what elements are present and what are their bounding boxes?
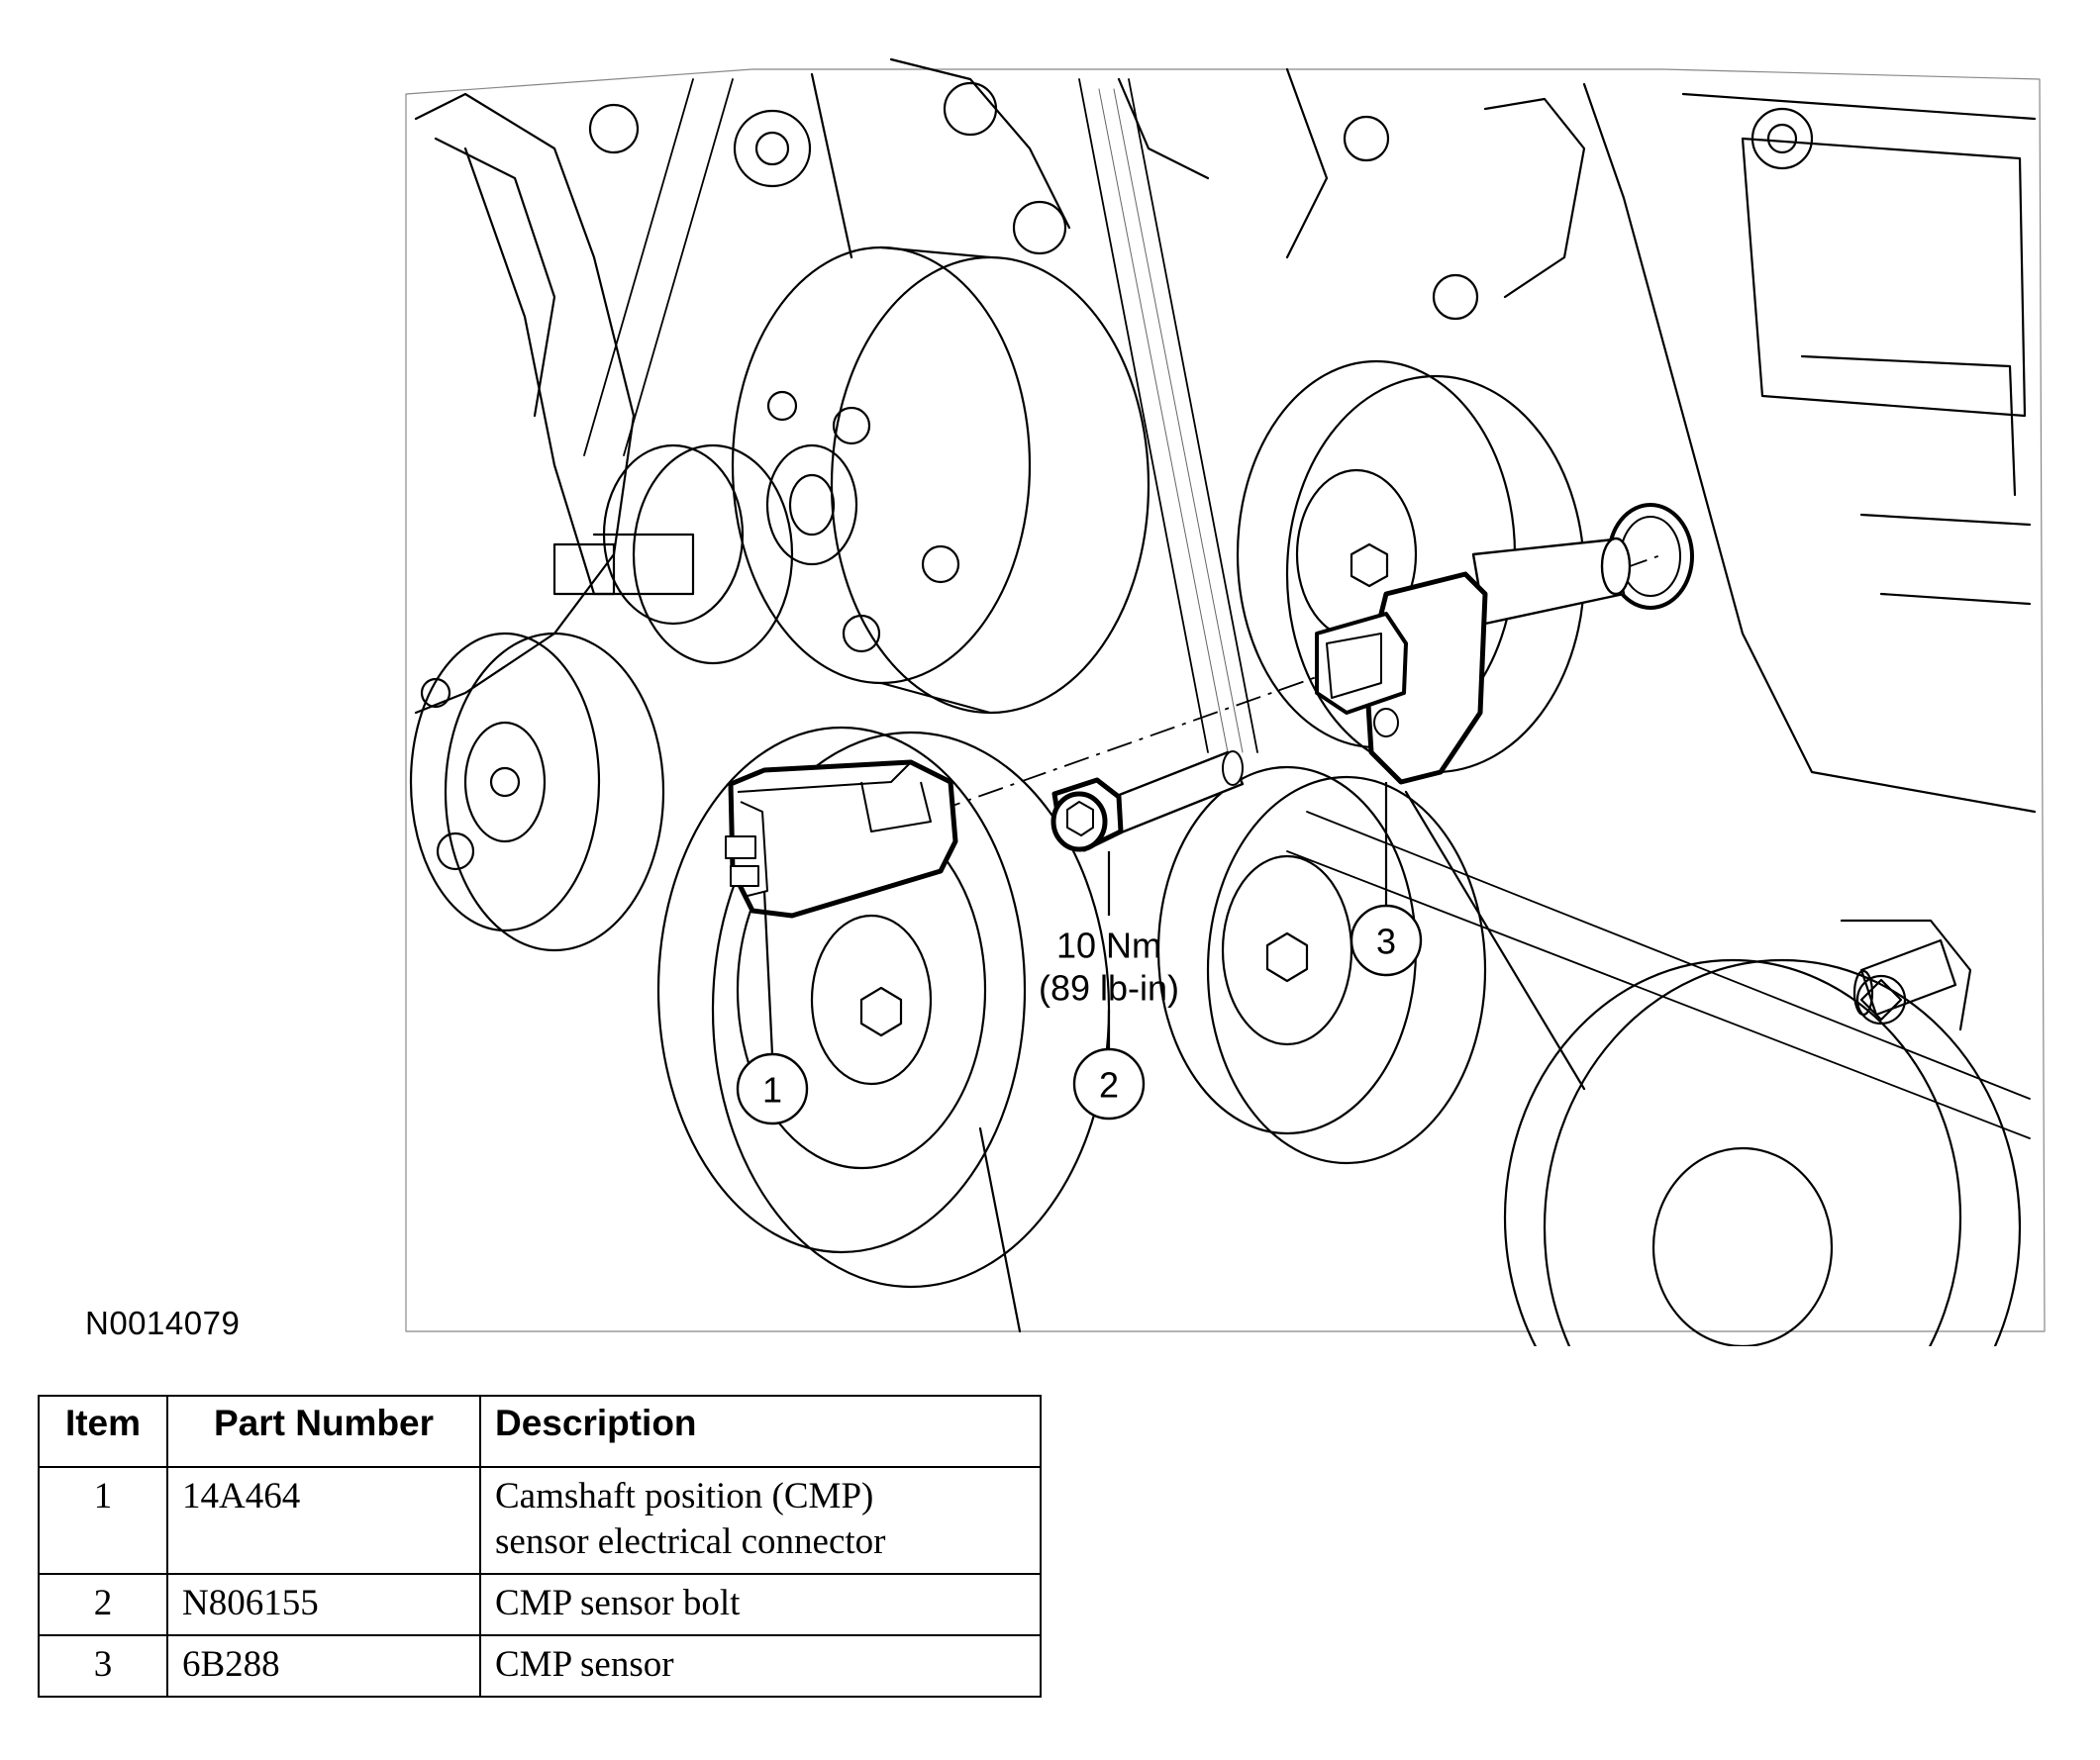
drive-belt <box>583 78 2031 1139</box>
row-item: 2 <box>38 1573 168 1636</box>
stud <box>1852 938 1957 1017</box>
table-row: 1 14A464 Camshaft position (CMP) sensor … <box>38 1466 1042 1575</box>
callout-circle-2 <box>1072 1047 1146 1121</box>
header-description: Description <box>479 1395 1042 1468</box>
row-description-line: sensor electrical connector <box>495 1521 886 1562</box>
ac-compressor <box>409 632 665 952</box>
upper-pulley <box>731 245 1150 715</box>
cmp-sensor-bolt <box>1050 750 1245 852</box>
row-description: Camshaft position (CMP) sensor electrica… <box>479 1466 1042 1575</box>
callout-number-2: 2 <box>1099 1065 1119 1106</box>
torque-nm: 10 Nm <box>1056 926 1161 966</box>
callout-number-3: 3 <box>1376 922 1396 962</box>
header-item: Item <box>38 1395 168 1468</box>
figure-id: N0014079 <box>85 1305 241 1341</box>
callout-circle-3 <box>1350 904 1423 977</box>
parts-table: Item Part Number Description 1 14A464 Ca… <box>38 1395 1042 1698</box>
row-part-number: 14A464 <box>166 1466 481 1575</box>
row-part-number: 6B288 <box>166 1634 481 1698</box>
table-row: 2 N806155 CMP sensor bolt <box>38 1573 1042 1636</box>
cmp-sensor-connector <box>725 759 958 919</box>
leader-line-1 <box>762 890 774 1055</box>
row-part-number: N806155 <box>166 1573 481 1636</box>
row-item: 1 <box>38 1466 168 1575</box>
row-description-line: Camshaft position (CMP) <box>495 1476 874 1516</box>
engine-block-outline <box>405 57 2046 1332</box>
header-part-number: Part Number <box>166 1395 481 1468</box>
cmp-sensor <box>1315 537 1632 785</box>
row-item: 3 <box>38 1634 168 1698</box>
engine-illustration: 1 2 3 10 Nm (89 lb-in) <box>405 57 2046 1346</box>
row-description: CMP sensor bolt <box>479 1573 1042 1636</box>
left-idler-pulley <box>552 443 794 665</box>
torque-lbin: (89 lb-in) <box>1039 968 1179 1009</box>
row-description: CMP sensor <box>479 1634 1042 1698</box>
table-row: 3 6B288 CMP sensor <box>38 1634 1042 1698</box>
lower-right-pulley <box>1503 919 2022 1346</box>
callout-circle-1 <box>736 1052 809 1125</box>
callout-number-1: 1 <box>762 1070 782 1111</box>
table-header-row: Item Part Number Description <box>38 1395 1042 1468</box>
